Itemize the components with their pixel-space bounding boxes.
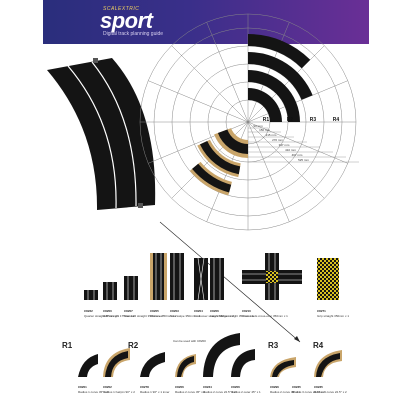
part-code: C8271 <box>317 309 326 313</box>
border-track-r1 <box>217 129 248 154</box>
radial-guide <box>247 45 325 123</box>
dimension-label: 525 mm <box>298 158 309 162</box>
radial-guide <box>206 22 249 123</box>
part-code: C8200 <box>103 309 112 313</box>
part-code: C8201 <box>78 385 87 389</box>
radius-label-r3: R3 <box>310 117 317 123</box>
track-r2-arc <box>248 70 300 122</box>
radius-label-r4: R4 <box>333 117 340 123</box>
part-code: C8210 <box>242 309 251 313</box>
connector-line <box>159 221 301 343</box>
header-banner: SCALEXTRIC sport Digital track planning … <box>43 0 369 44</box>
border-track-r2 <box>199 141 241 175</box>
part-code: C8206 <box>210 309 219 313</box>
part-code: C8234 <box>203 385 212 389</box>
part-desc: Quarter straight 87mm x 1 <box>84 314 119 318</box>
dimension-label: 410 mm <box>285 148 296 152</box>
group-label-r2: R2 <box>128 341 139 350</box>
dimension-label: 156 mm <box>259 128 270 132</box>
radial-guide <box>247 121 290 222</box>
radial-guide <box>247 22 290 123</box>
part-desc: Radius 1 hairpin 90° x 2 <box>103 390 135 394</box>
part-desc: Radius 2 curve 45° x 2 <box>175 390 206 394</box>
track-r1-arc <box>248 88 282 122</box>
dimension-label: 90 mm <box>253 124 263 128</box>
radius-label-r2: R2 <box>287 117 294 123</box>
compat-note: Can be used with C8200 <box>173 339 206 343</box>
arrow-head <box>294 336 300 342</box>
group-label-r4: R4 <box>313 341 324 350</box>
part-code: C8278 <box>140 385 149 389</box>
sport-logo: sport <box>100 8 153 33</box>
part-code: C8207 <box>124 309 133 313</box>
radius-label-r1: R1 <box>263 117 270 123</box>
part-code: C8206 <box>231 385 240 389</box>
group-label-r1: R1 <box>62 341 73 350</box>
part-desc: Radius 4 curve 22.5° x 2 <box>314 390 347 394</box>
curves-row: R1 R2 R3 R4 <box>62 333 342 377</box>
part-code: C8204 <box>194 309 203 313</box>
part-code: C8206 <box>175 385 184 389</box>
tagline: Digital track planning guide <box>103 31 164 37</box>
dimension-label: 467 mm <box>292 153 303 157</box>
part-code: C8235 <box>314 385 323 389</box>
part-desc: Radius 2 outer 45° x 1 <box>231 390 261 394</box>
part-desc: Side swipe 350mm x 2 <box>170 314 201 318</box>
part-code: C8203 <box>170 309 179 313</box>
part-desc: Standard straight 350mm x 2 <box>124 314 163 318</box>
part-desc: Radius 1 90° x 1 inner <box>140 390 170 394</box>
track-r4-arc <box>248 34 311 69</box>
part-desc: Chicane 350mm x 2 <box>150 314 177 318</box>
part-code: C8235 <box>292 385 301 389</box>
part-desc: Grip straight 350mm x 1 <box>317 314 349 318</box>
part-desc: Crossover straight 350mm x 2 <box>194 314 234 318</box>
part-desc: Radius 2 curve 45° x 1 <box>270 390 301 394</box>
border-track-r3 <box>192 163 232 193</box>
part-desc: Radius 3 curve 22.5° x 2 <box>292 390 325 394</box>
group-label-r3: R3 <box>268 341 279 350</box>
part-code: C8205 <box>150 309 159 313</box>
brand-text: SCALEXTRIC <box>103 6 140 12</box>
large-curve-piece <box>47 58 156 210</box>
dimension-label: 215 mm <box>266 133 277 137</box>
track-r3-arc <box>248 52 313 100</box>
part-desc: Radius 1 curve 45° x 2 <box>78 390 109 394</box>
part-desc: Radius 2 curve 22.5° x 2 <box>203 390 236 394</box>
radial-guide <box>148 80 249 123</box>
part-code: C8296 <box>270 385 279 389</box>
part-code: C8222 <box>84 309 93 313</box>
part-desc: Lane change straight 350mm x 1 <box>210 314 254 318</box>
part-desc: Half straight 175mm x 2 <box>103 314 135 318</box>
part-desc: Crossroads cross-over 350mm x 1 <box>242 314 288 318</box>
dimension-label: 337 mm <box>279 143 290 147</box>
straights-row <box>84 253 339 301</box>
radial-guide <box>247 121 325 199</box>
radial-guide <box>247 80 348 123</box>
part-code: C8202 <box>103 385 112 389</box>
radial-guide <box>171 45 249 123</box>
radial-guide <box>247 121 348 164</box>
dimension-label: 270 mm <box>272 138 283 142</box>
